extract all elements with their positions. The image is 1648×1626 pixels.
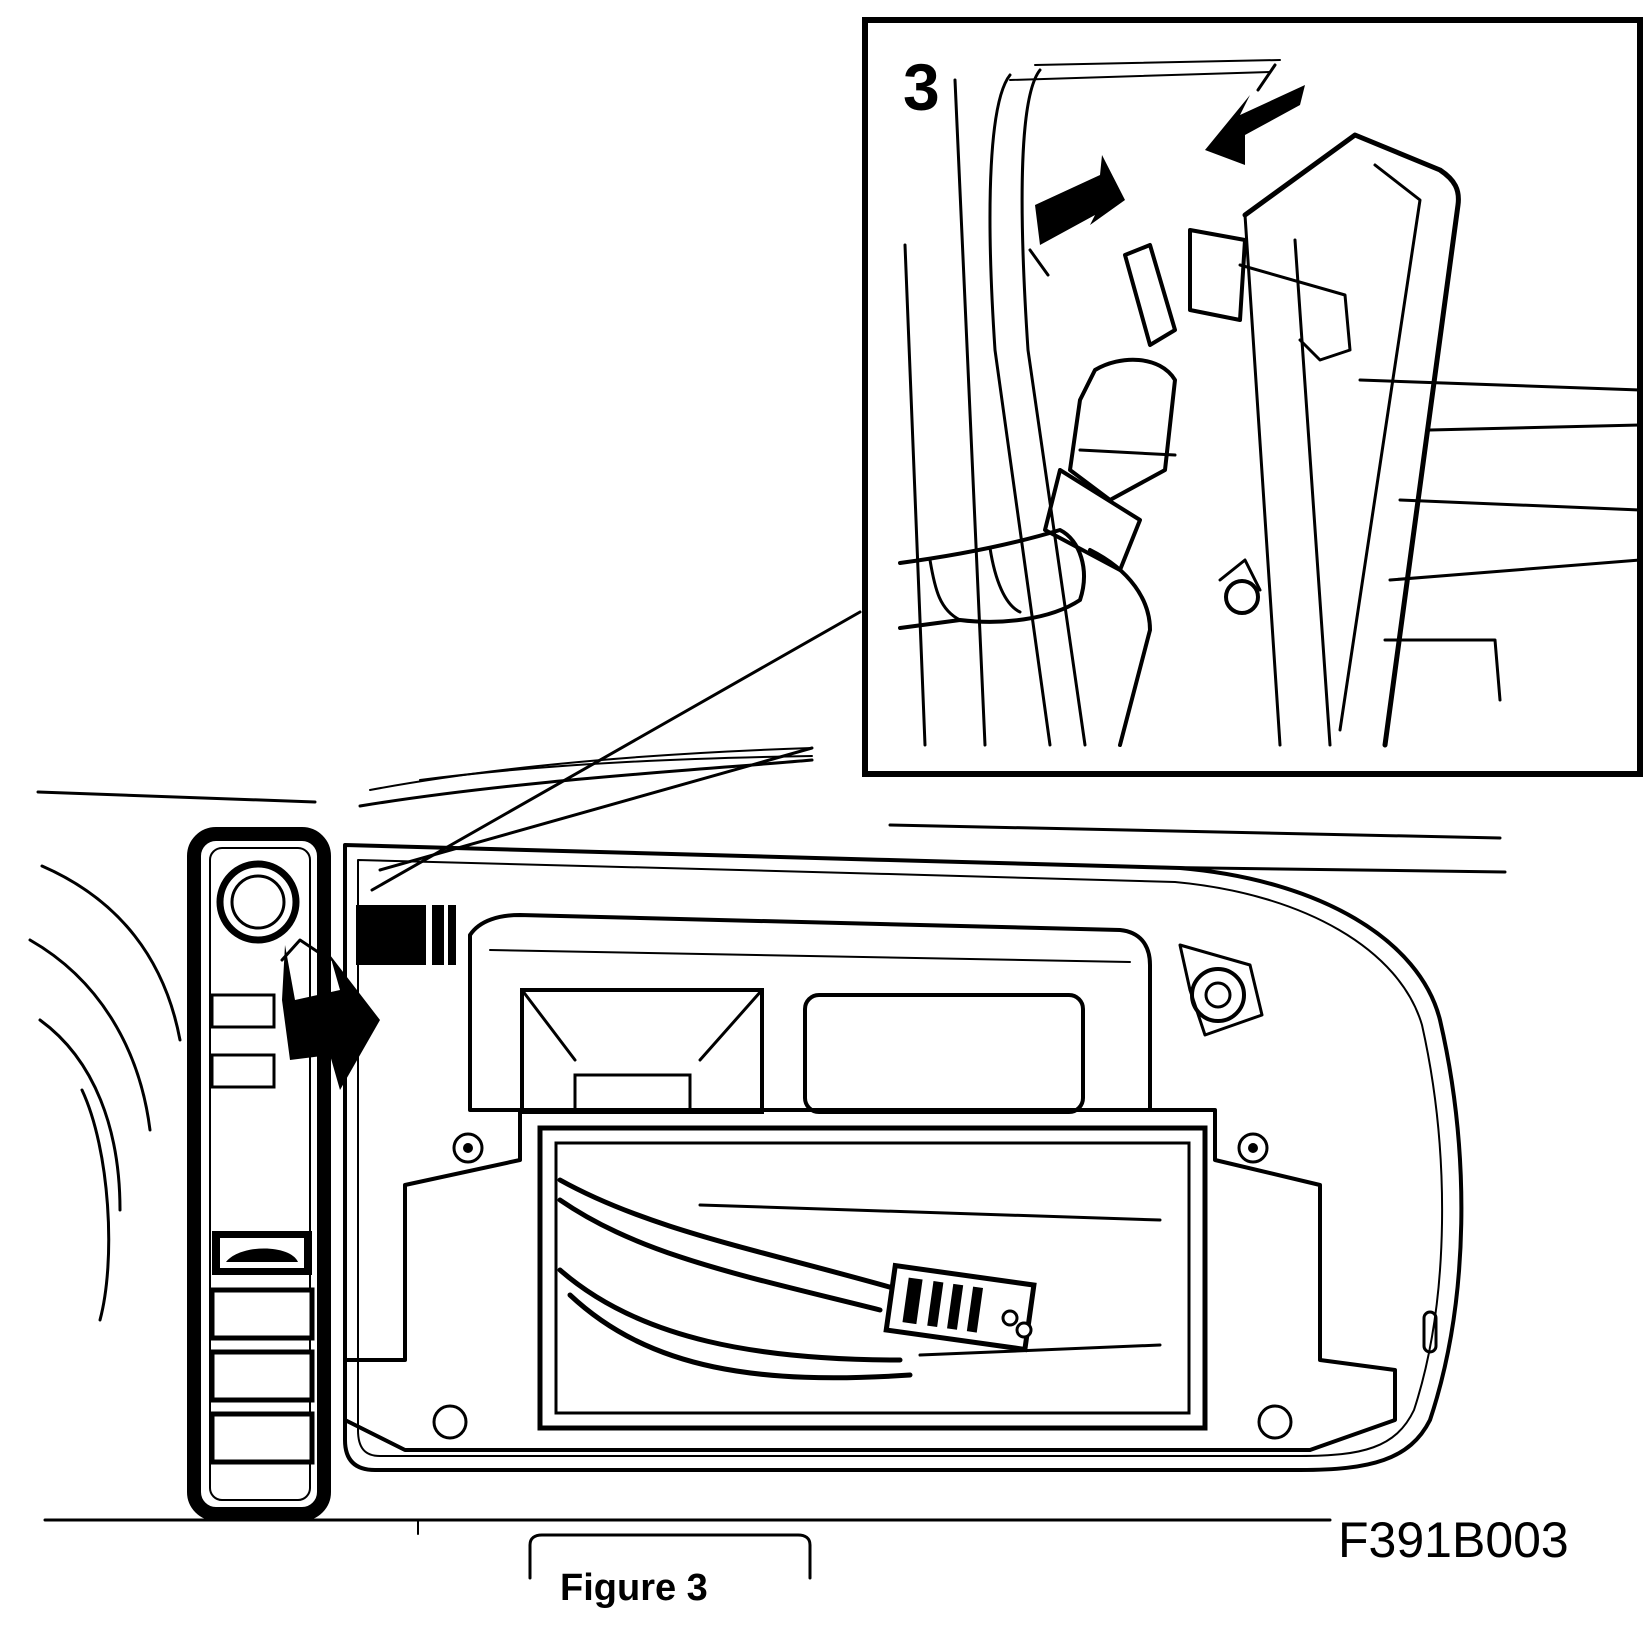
push-arrows	[1028, 63, 1305, 277]
removal-arrow	[282, 945, 380, 1090]
speaker-arcs	[28, 864, 182, 1322]
push-arrow-right	[1205, 85, 1305, 165]
detail-inset: 3	[862, 17, 1643, 777]
side-trim-strip	[187, 827, 331, 1521]
hand-outline	[898, 528, 1086, 630]
dashboard-drawing	[28, 610, 1507, 1535]
inset-step-number: 3	[903, 50, 940, 124]
glovebox-housing	[343, 610, 1464, 1472]
figure-code: F391B003	[1338, 1512, 1569, 1568]
module-bracket	[343, 1108, 1397, 1452]
caption-bracket	[528, 1533, 812, 1580]
wiring-connector	[883, 1262, 1037, 1353]
figure-caption: Figure 3	[560, 1567, 708, 1609]
inset-frame	[862, 17, 1643, 777]
push-arrow-left	[1035, 155, 1125, 245]
